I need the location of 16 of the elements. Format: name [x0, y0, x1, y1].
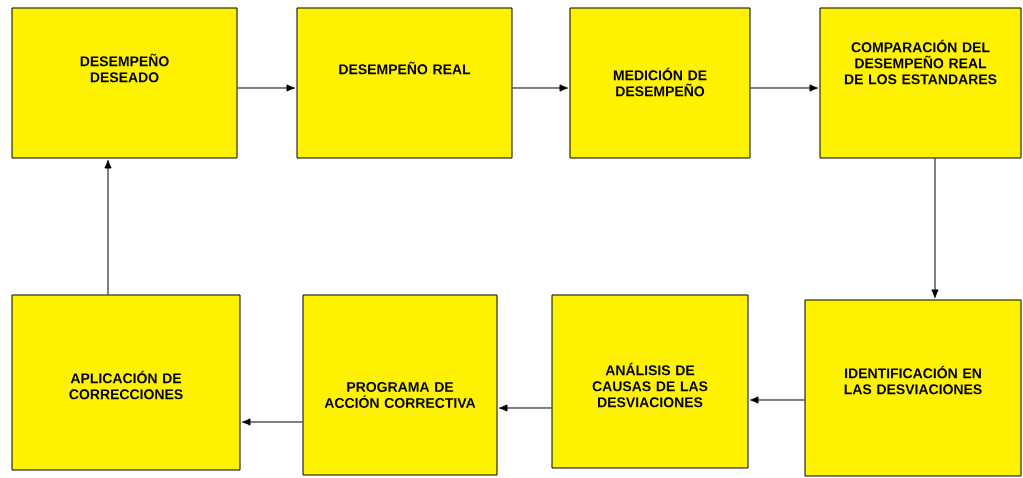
process-box: DESEMPEÑO REAL — [296, 7, 513, 159]
arrow — [512, 84, 569, 92]
process-box: MEDICIÓN DE DESEMPEÑO — [569, 7, 751, 159]
process-box: COMPARACIÓN DEL DESEMPEÑO REAL DE LOS ESTANDARES — [819, 7, 1022, 159]
arrow — [241, 418, 303, 426]
process-box: IDENTIFICACIÓN EN LAS DESVIACIONES — [804, 299, 1022, 477]
arrow — [104, 159, 112, 295]
process-box: PROGRAMA DE ACCIÓN CORRECTIVA — [302, 294, 498, 476]
process-box: DESEMPEÑO DESEADO — [11, 7, 238, 159]
process-box: APLICACIÓN DE CORRECCIONES — [11, 294, 241, 471]
arrow — [498, 404, 552, 412]
process-box: ANÁLISIS DE CAUSAS DE LAS DESVIACIONES — [551, 294, 749, 469]
arrow — [750, 84, 819, 92]
arrow — [749, 396, 805, 404]
arrow — [931, 158, 939, 299]
arrow — [237, 84, 296, 92]
